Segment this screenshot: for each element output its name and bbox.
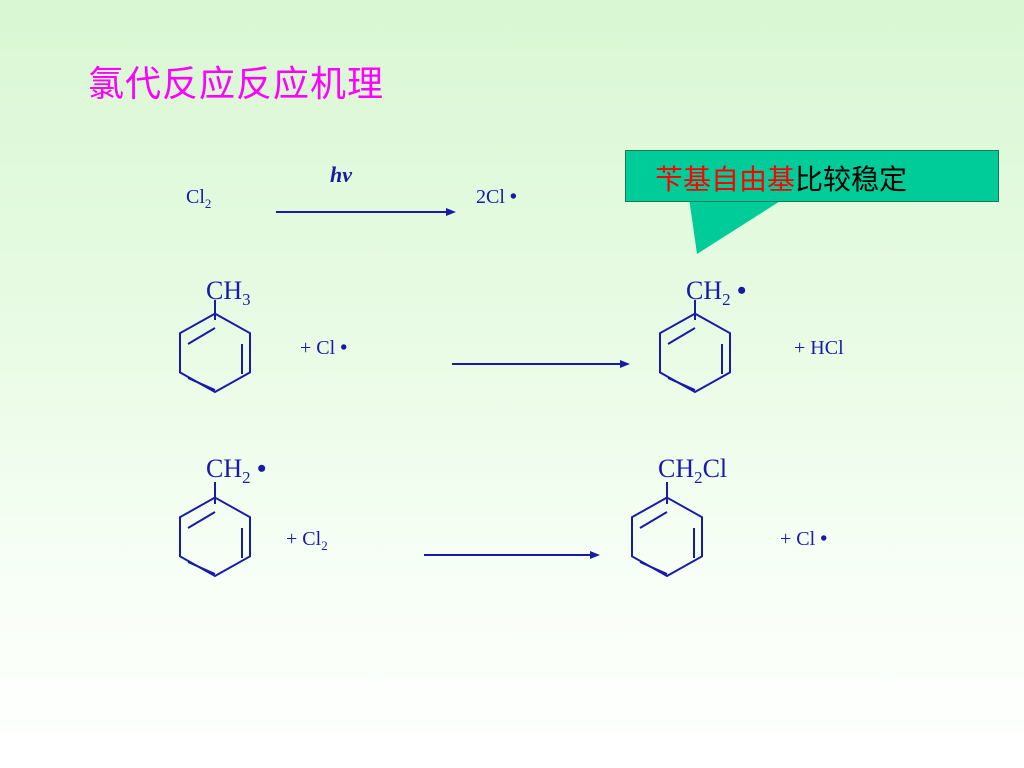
callout-rest: 比较稳定 — [795, 163, 908, 196]
r3-product-group: CH2Cl — [658, 454, 728, 488]
callout-text: 苄基自由基比较稳定 — [655, 158, 907, 198]
r1-arrow — [276, 208, 456, 216]
callout-pointer — [689, 198, 785, 254]
r2-byproduct: + HCl — [794, 337, 844, 359]
r3-arrow — [424, 551, 600, 559]
r2-arrow — [452, 360, 630, 368]
r2-reactant-benzene — [179, 300, 251, 394]
r3-reactant-benzene — [179, 482, 251, 578]
r2-product-benzene — [659, 300, 731, 394]
r1-product: 2Cl • — [476, 186, 517, 208]
r3-byproduct: + Cl • — [780, 528, 828, 550]
r3-product-benzene — [631, 482, 703, 578]
r3-reagent: + Cl2 — [286, 528, 328, 553]
callout-highlight: 苄基自由基 — [655, 163, 796, 196]
callout-box — [625, 150, 999, 202]
r2-reactant-group: CH3 — [206, 276, 251, 310]
r2-reagent: + Cl • — [300, 337, 348, 359]
page-title: 氯代反应反应机理 — [88, 64, 385, 105]
r2-product-group: CH2 • — [686, 276, 747, 310]
r3-reactant-group: CH2 • — [206, 454, 267, 488]
r1-reactant: Cl2 — [186, 186, 212, 211]
r1-condition: hν — [330, 162, 352, 187]
